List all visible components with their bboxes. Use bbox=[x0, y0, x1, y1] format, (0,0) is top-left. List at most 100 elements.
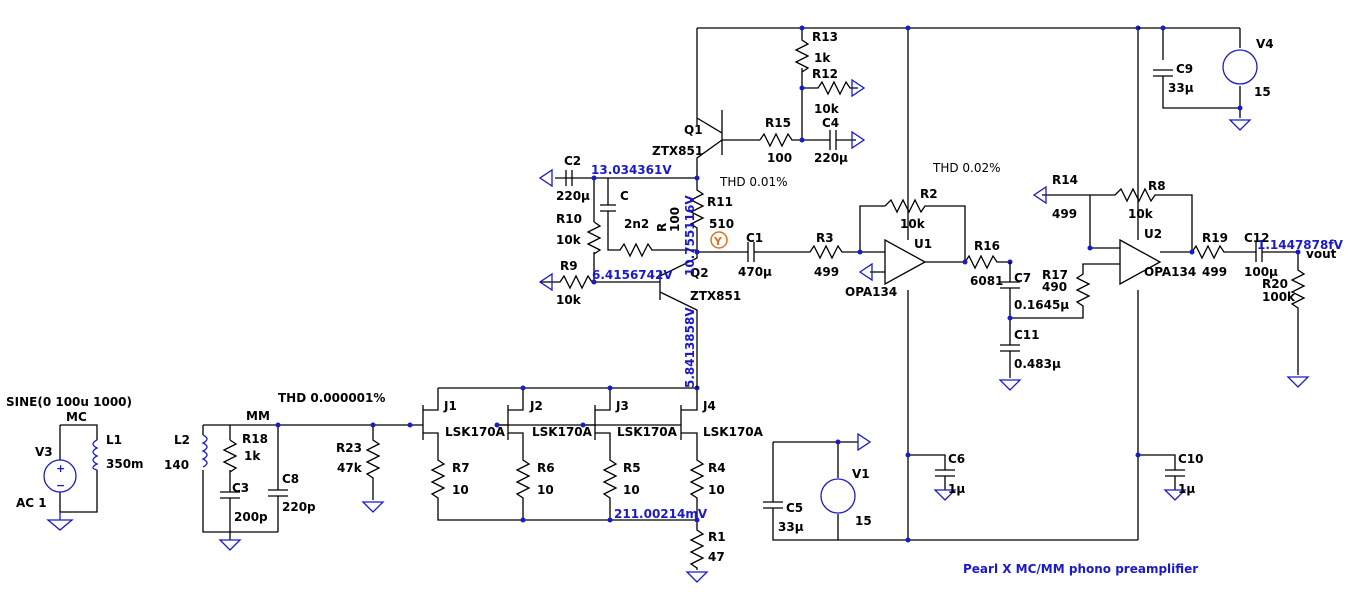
r4-value: 10 bbox=[708, 483, 725, 497]
r19-value: 499 bbox=[1202, 265, 1227, 279]
r18-name: R18 bbox=[242, 432, 268, 446]
node-voltage-1: 13.034361V bbox=[591, 163, 672, 177]
l2-value: 140 bbox=[164, 458, 189, 472]
j2-name: J2 bbox=[529, 399, 543, 413]
r19-name: R19 bbox=[1202, 231, 1228, 245]
c1-value: 470μ bbox=[738, 265, 772, 279]
r-value: 100 bbox=[668, 207, 682, 232]
jfet-array: J1 LSK170A J2 LSK170A J3 LSK170A J4 LSK1… bbox=[407, 385, 764, 583]
l1-name: L1 bbox=[106, 433, 122, 447]
r7-value: 10 bbox=[452, 483, 469, 497]
r23-name: R23 bbox=[336, 441, 362, 455]
thd-stage1: THD 0.01% bbox=[719, 175, 788, 189]
j3-name: J3 bbox=[615, 399, 629, 413]
j3-model: LSK170A bbox=[617, 425, 678, 439]
c8-value: 220p bbox=[282, 500, 316, 514]
r6-name: R6 bbox=[537, 461, 555, 475]
input-source-v3: + − SINE(0 100u 1000) MC V3 AC 1 L1 350m bbox=[6, 395, 144, 531]
r2-value: 10k bbox=[900, 217, 926, 231]
r8-name: R8 bbox=[1148, 179, 1166, 193]
node-voltage-6: 1.1447878fV bbox=[1257, 238, 1344, 252]
c2-name: C2 bbox=[564, 154, 581, 168]
c4-name: C4 bbox=[822, 116, 839, 130]
r1-name: R1 bbox=[708, 530, 726, 544]
r14-value: 499 bbox=[1052, 207, 1077, 221]
r13-name: R13 bbox=[812, 30, 838, 44]
r11-name: R11 bbox=[707, 195, 733, 209]
svg-text:+: + bbox=[56, 462, 65, 475]
r7-name: R7 bbox=[452, 461, 470, 475]
r1-value: 47 bbox=[708, 550, 725, 564]
schematic-title: Pearl X MC/MM phono preamplifier bbox=[963, 562, 1198, 576]
r9-name: R9 bbox=[560, 259, 578, 273]
net-label-mc: MC bbox=[66, 410, 87, 424]
c-value: 2n2 bbox=[624, 217, 649, 231]
r20-value: 100k bbox=[1262, 290, 1296, 304]
c12-value: 100μ bbox=[1244, 265, 1278, 279]
r9-value: 10k bbox=[556, 293, 582, 307]
c6-name: C6 bbox=[948, 452, 965, 466]
q2-name: Q2 bbox=[690, 266, 709, 280]
r18-value: 1k bbox=[244, 449, 261, 463]
power-supply-v4: C9 33μ V4 15 bbox=[1138, 25, 1274, 131]
c8-name: C8 bbox=[282, 472, 299, 486]
c11-value: 0.483μ bbox=[1014, 357, 1061, 371]
r8-value: 10k bbox=[1128, 207, 1154, 221]
j4-model: LSK170A bbox=[703, 425, 764, 439]
u2-name: U2 bbox=[1144, 227, 1162, 241]
j4-name: J4 bbox=[702, 399, 716, 413]
c2-value: 220μ bbox=[556, 189, 590, 203]
j1-name: J1 bbox=[443, 399, 457, 413]
r5-name: R5 bbox=[623, 461, 641, 475]
l1-value: 350m bbox=[106, 457, 144, 471]
r3-value: 499 bbox=[814, 265, 839, 279]
net-label-mm: MM bbox=[246, 409, 270, 423]
c5-name: C5 bbox=[786, 501, 803, 515]
node-voltage-5: 211.00214mV bbox=[614, 507, 708, 521]
r12-name: R12 bbox=[812, 67, 838, 81]
probe-marker bbox=[710, 231, 728, 249]
j1-model: LSK170A bbox=[445, 425, 506, 439]
opamp-stage-u2: R14 499 R8 10k U2 OPA134 R19 499 C12 100… bbox=[1032, 25, 1344, 540]
c7-value: 0.1645μ bbox=[1014, 298, 1069, 312]
c4-value: 220μ bbox=[814, 151, 848, 165]
r16-value: 6081 bbox=[970, 274, 1003, 288]
v1-name: V1 bbox=[852, 467, 870, 481]
mm-input-network: L2 140 R18 1k C3 200p C8 220p MM THD 0.0… bbox=[164, 391, 410, 551]
u1-model: OPA134 bbox=[845, 285, 897, 299]
c-name: C bbox=[620, 189, 629, 203]
u2-model: OPA134 bbox=[1144, 265, 1196, 279]
q1-name: Q1 bbox=[684, 123, 703, 137]
v3-ac: AC 1 bbox=[16, 496, 47, 510]
r6-value: 10 bbox=[537, 483, 554, 497]
svg-text:−: − bbox=[56, 479, 65, 492]
q2-model: ZTX851 bbox=[690, 289, 741, 303]
r13-value: 1k bbox=[814, 51, 831, 65]
r10-name: R10 bbox=[556, 212, 582, 226]
c12-name: C12 bbox=[1244, 231, 1270, 245]
r23-value: 47k bbox=[337, 461, 363, 475]
r14-name: R14 bbox=[1052, 173, 1078, 187]
power-supply-v1: V1 15 C5 33μ C6 1μ C10 1μ bbox=[763, 432, 1204, 543]
r15-value: 100 bbox=[767, 151, 792, 165]
r5-value: 10 bbox=[623, 483, 640, 497]
r11-value: 510 bbox=[709, 217, 734, 231]
c3-name: C3 bbox=[232, 481, 249, 495]
v1-value: 15 bbox=[855, 514, 872, 528]
r15-name: R15 bbox=[765, 116, 791, 130]
r2-name: R2 bbox=[920, 187, 938, 201]
c1-name: C1 bbox=[746, 231, 763, 245]
r10-value: 10k bbox=[556, 233, 582, 247]
u1-name: U1 bbox=[914, 237, 932, 251]
r23-load: R23 47k bbox=[336, 422, 385, 513]
c10-value: 1μ bbox=[1178, 482, 1195, 496]
net-label-vout: vout bbox=[1306, 247, 1337, 261]
transistor-stage: Y Q1 ZTX851 R13 1k R12 10k R15 100 C4 22… bbox=[538, 25, 1138, 388]
r16-name: R16 bbox=[974, 239, 1000, 253]
c7-name: C7 bbox=[1014, 271, 1031, 285]
l2-name: L2 bbox=[174, 433, 190, 447]
r17-name: R17 bbox=[1042, 268, 1068, 282]
c9-name: C9 bbox=[1176, 62, 1193, 76]
c10-name: C10 bbox=[1178, 452, 1204, 466]
